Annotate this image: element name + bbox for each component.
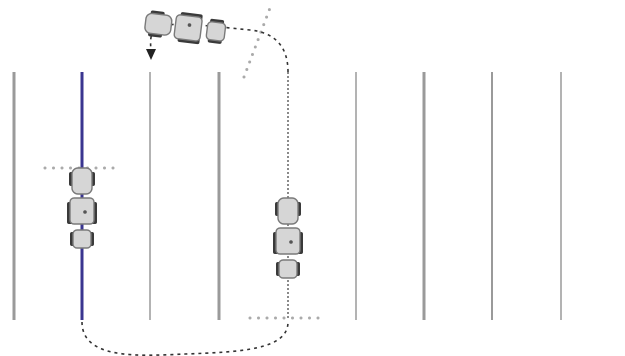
- arrow-head-icon: [146, 49, 156, 60]
- headland-marker-diagonal: [242, 6, 272, 79]
- tractor-in-active-row-icon: [66, 167, 98, 249]
- turn-path-bottom: [81, 321, 289, 356]
- tractor-turning-icon: [142, 7, 228, 49]
- tractor-in-dashed-row-icon: [272, 197, 304, 279]
